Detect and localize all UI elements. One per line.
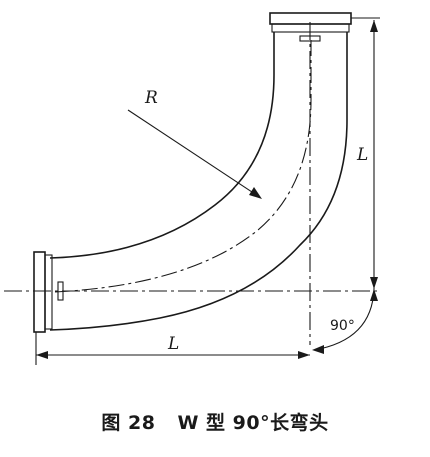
outer-pipe-wall	[49, 32, 348, 331]
left-slot	[57, 281, 64, 301]
figure-number: 图 28	[101, 412, 156, 434]
left-flange	[33, 251, 46, 333]
pipe-axis-arc	[54, 40, 312, 293]
angle-arrow-top	[370, 289, 378, 301]
radius-arrow	[249, 187, 262, 199]
angle-arrow-bottom	[312, 345, 324, 354]
length-arrow-left	[36, 351, 48, 359]
radius-leader	[127, 109, 259, 197]
figure-caption: 图 28 W 型 90°长弯头	[0, 408, 430, 435]
left-flange-neck	[44, 254, 53, 330]
length-label: L	[167, 334, 179, 354]
height-arrow-bottom	[370, 277, 378, 289]
figure-title: W 型 90°长弯头	[177, 412, 329, 434]
height-label: L	[356, 145, 368, 165]
angle-label: 90°	[330, 318, 355, 334]
top-slot	[299, 35, 321, 42]
top-flange-neck	[271, 23, 350, 33]
height-arrow-top	[370, 20, 378, 32]
length-arrow-right	[298, 351, 310, 359]
radius-label: R	[144, 88, 158, 108]
inner-pipe-wall	[49, 32, 275, 259]
